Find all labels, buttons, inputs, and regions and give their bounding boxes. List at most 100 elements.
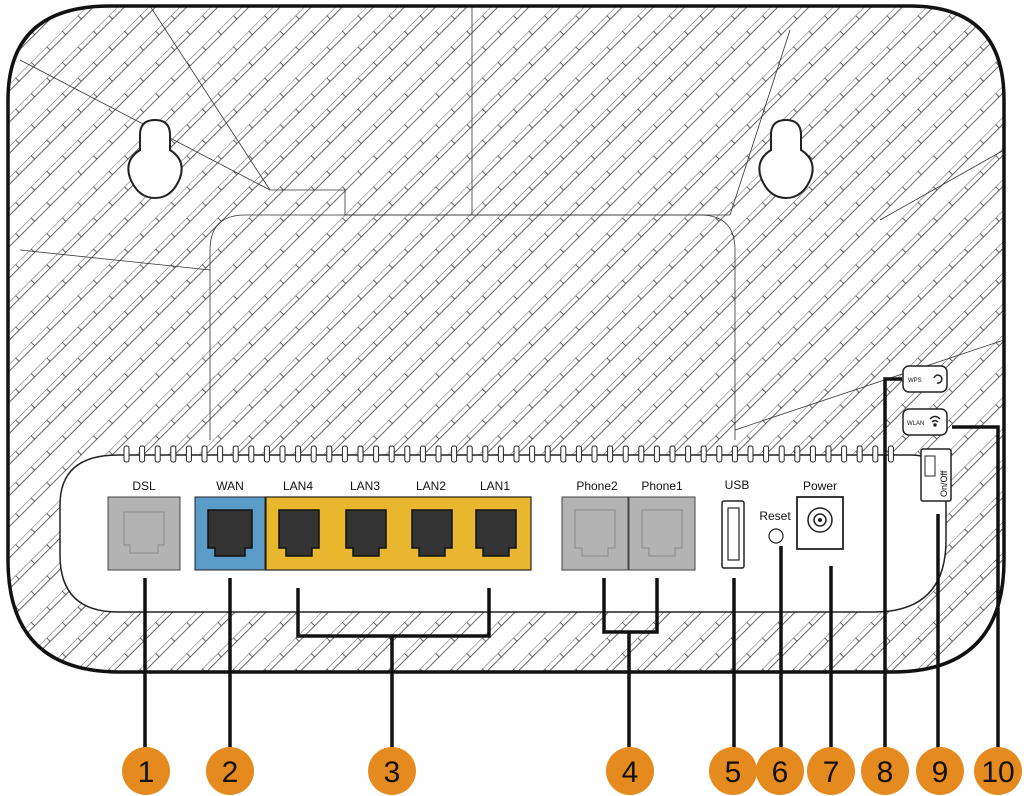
vent-slot [357, 445, 364, 463]
callout-7: 7 [807, 747, 855, 795]
vent-slot [326, 445, 333, 463]
vent-slot [513, 445, 520, 463]
wan-label: WAN [216, 479, 244, 493]
lan1-label: LAN1 [480, 479, 510, 493]
vent-slot [388, 445, 395, 463]
vent-slot [482, 445, 489, 463]
vent-slot [279, 445, 286, 463]
vent-slot [295, 445, 302, 463]
power-label: Power [803, 479, 837, 493]
vent-slot [451, 445, 458, 463]
callout-1: 1 [122, 747, 170, 795]
lan2-port[interactable] [411, 509, 453, 557]
vent-slot [841, 445, 848, 463]
vent-slot [123, 445, 130, 463]
wlan-label: WLAN [907, 421, 924, 427]
wps-button[interactable]: WPS [902, 365, 948, 393]
vent-slot [373, 445, 380, 463]
vent-slot [232, 445, 239, 463]
vent-slot [139, 445, 146, 463]
vent-slot [778, 445, 785, 463]
callout-10: 10 [974, 747, 1022, 795]
vent-slot [669, 445, 676, 463]
callout-1-number: 1 [138, 756, 155, 789]
lan2-label: LAN2 [416, 479, 446, 493]
callout-3: 3 [368, 747, 416, 795]
callout-5-number: 5 [725, 756, 742, 789]
vent-slot [310, 445, 317, 463]
vent-slot [544, 445, 551, 463]
callout-9: 9 [916, 747, 964, 795]
lan3-label: LAN3 [350, 479, 380, 493]
wifi-icon [929, 415, 941, 427]
vent-slot [887, 445, 894, 463]
vent-slot [747, 445, 754, 463]
lan1-port[interactable] [475, 509, 517, 557]
callout-10-number: 10 [981, 756, 1014, 789]
vent-slot [856, 445, 863, 463]
vent-slot [185, 445, 192, 463]
vent-slot [872, 445, 879, 463]
vent-slot [529, 445, 536, 463]
callout-2-number: 2 [222, 756, 239, 789]
vent-slot [825, 445, 832, 463]
lan4-label: LAN4 [283, 479, 313, 493]
callout-8-number: 8 [877, 756, 894, 789]
wps-sync-icon [933, 374, 943, 384]
vent-slot [794, 445, 801, 463]
callout-4-number: 4 [622, 756, 639, 789]
vent-slot [217, 445, 224, 463]
vent-slot [248, 445, 255, 463]
phone1-port[interactable] [628, 496, 696, 571]
vent-slot [731, 445, 738, 463]
callout-7-number: 7 [823, 756, 840, 789]
callout-2: 2 [206, 747, 254, 795]
phone1-label: Phone1 [641, 479, 683, 493]
vent-slot [419, 445, 426, 463]
callout-leader-lines [143, 377, 1000, 752]
onoff-switch[interactable]: On/Off [920, 448, 952, 502]
vent-slot [685, 445, 692, 463]
callout-markers: 1 2 3 4 5 6 7 8 [122, 747, 1022, 795]
vent-slot [560, 445, 567, 463]
vent-slot [607, 445, 614, 463]
vent-slot [809, 445, 816, 463]
vent-slot [638, 445, 645, 463]
vent-slot [201, 445, 208, 463]
vent-slot [466, 445, 473, 463]
wps-label: WPS [908, 378, 922, 384]
callout-4: 4 [606, 747, 654, 795]
phone2-label: Phone2 [576, 479, 618, 493]
callout-8: 8 [861, 747, 909, 795]
callout-3-number: 3 [384, 756, 401, 789]
vent-slot [341, 445, 348, 463]
vent-slot [591, 445, 598, 463]
onoff-label: On/Off [939, 470, 949, 497]
callout-6-number: 6 [772, 756, 789, 789]
wan-port[interactable] [194, 496, 266, 571]
reset-button[interactable] [768, 528, 784, 544]
dsl-port[interactable] [107, 496, 181, 571]
vent-slot [154, 445, 161, 463]
reset-label: Reset [759, 509, 791, 523]
vent-slot [716, 445, 723, 463]
vent-slot [575, 445, 582, 463]
vent-slot [497, 445, 504, 463]
vent-slot [763, 445, 770, 463]
wlan-button[interactable]: WLAN [902, 408, 948, 436]
usb-port[interactable] [721, 500, 745, 569]
lan3-port[interactable] [345, 509, 387, 557]
keyhole-mount-right [758, 118, 814, 200]
callout-5: 5 [709, 747, 757, 795]
power-port[interactable] [796, 496, 844, 550]
dsl-label: DSL [132, 479, 156, 493]
callout-6: 6 [756, 747, 804, 795]
vent-slot [404, 445, 411, 463]
vent-slot [700, 445, 707, 463]
lan4-port[interactable] [278, 509, 320, 557]
vent-slot [435, 445, 442, 463]
vent-slot [653, 445, 660, 463]
vent-slot [263, 445, 270, 463]
phone2-port[interactable] [561, 496, 629, 571]
